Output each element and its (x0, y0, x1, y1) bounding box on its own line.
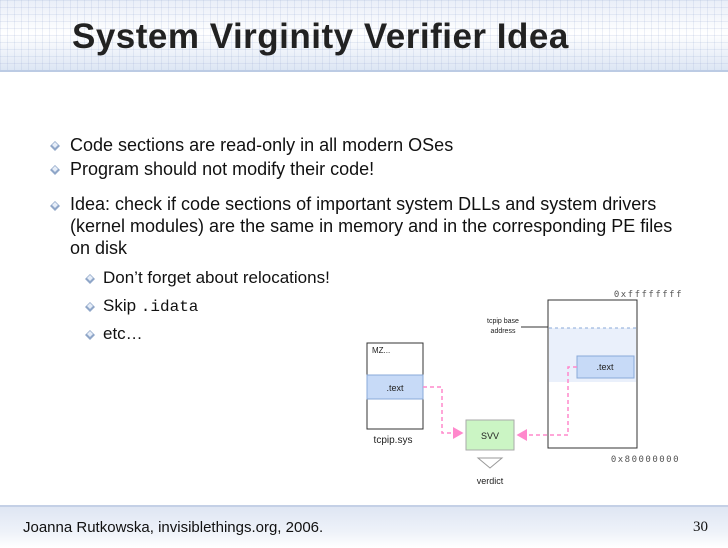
pe-file-name: tcpip.sys (374, 435, 413, 446)
subbullet-icon (85, 330, 95, 340)
header-texture (0, 0, 728, 70)
page-number: 30 (693, 519, 708, 535)
memory-to-svv-arrow (516, 366, 577, 441)
subbullet-etc: etc… (103, 324, 143, 343)
svv-block (465, 419, 515, 451)
bullet-idea: Idea: check if code sections of importan… (70, 194, 673, 258)
footer-credit: Joanna Rutkowska, invisiblethings.org, 2… (23, 519, 324, 536)
addr-bottom-label: 0x80000000 (611, 455, 680, 465)
subbullet-skip: Skip .idata (103, 295, 403, 318)
idata-code: .idata (140, 298, 199, 316)
bullet-read-only: Code sections are read-only in all moder… (70, 135, 454, 155)
slide-title: System Virginity Verifier Idea (72, 17, 569, 56)
base-label-line1: tcpip base (487, 318, 519, 325)
mem-text-label: .text (596, 362, 614, 372)
subbullet-icon (85, 302, 95, 312)
subbullet-relocations: Don’t forget about relocations! (103, 268, 330, 287)
subbullet-skip-text: Skip (103, 296, 141, 315)
bullet-list: Code sections are read-only in all moder… (50, 135, 673, 343)
bullet-icon (50, 165, 60, 175)
svv-label: SVV (481, 431, 499, 441)
subbullet-icon (85, 274, 95, 284)
addr-top-label: 0xffffffff (614, 290, 683, 300)
file-to-svv-arrow (423, 386, 464, 439)
bullet-icon (50, 201, 60, 211)
pe-text-label: .text (386, 383, 404, 393)
base-label-line2: address (491, 328, 516, 335)
pe-header-label: MZ... (372, 346, 390, 355)
verdict-arrow-icon (476, 457, 504, 469)
verdict-label: verdict (477, 476, 504, 486)
bullet-icon (50, 141, 60, 151)
slide-header: System Virginity Verifier Idea (0, 0, 728, 70)
slide-footer: Joanna Rutkowska, invisiblethings.org, 2… (0, 505, 728, 548)
header-rule (0, 70, 728, 72)
bullet-no-modify: Program should not modify their code! (70, 159, 375, 179)
